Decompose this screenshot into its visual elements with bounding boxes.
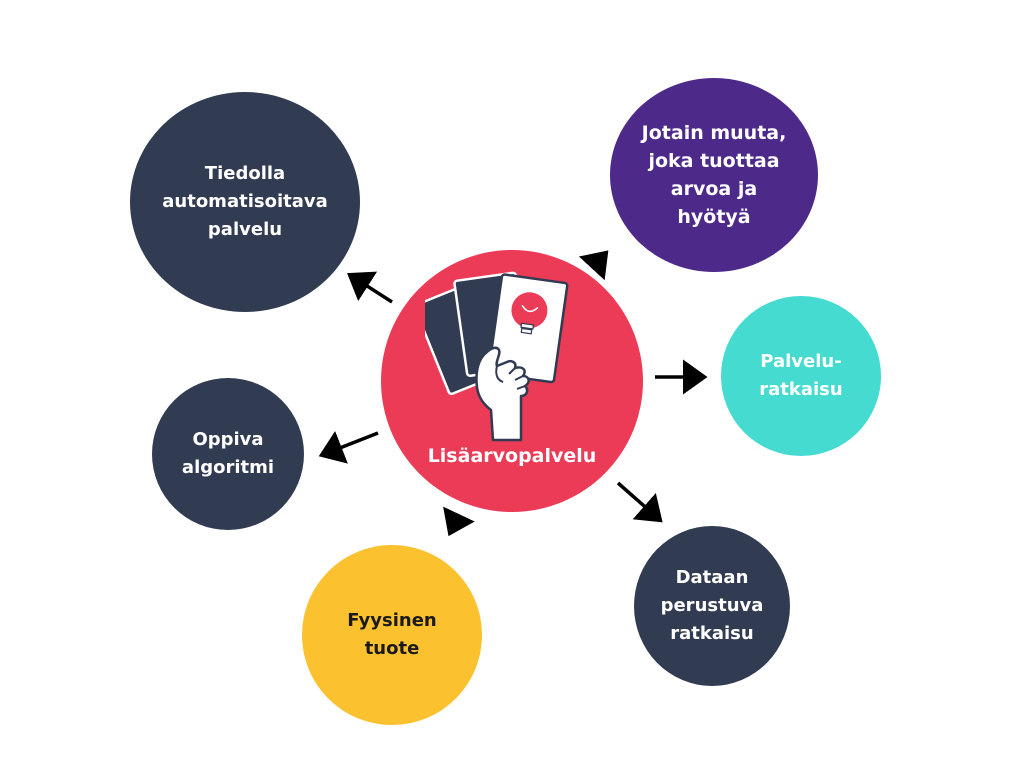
node-label: Palvelu- ratkaisu <box>759 351 843 400</box>
arrow-to-tiedolla <box>347 271 393 304</box>
node-label: Oppiva algoritmi <box>181 429 275 478</box>
node-jotain: Jotain muuta, joka tuottaa arvoa ja hyöt… <box>610 78 818 272</box>
node-palvelu: Palvelu- ratkaisu <box>721 296 881 456</box>
node-label: Tiedolla automatisoitava palvelu <box>162 163 328 240</box>
node-oppiva: Oppiva algoritmi <box>152 378 304 530</box>
node-label: Dataan perustuva ratkaisu <box>660 567 764 644</box>
node-tiedolla: Tiedolla automatisoitava palvelu <box>130 92 360 312</box>
node-dataan: Dataan perustuva ratkaisu <box>634 526 790 686</box>
arrow-to-fyysinen <box>443 506 475 537</box>
hand-holding-cards-lightbulb-icon <box>425 271 569 442</box>
center-label: Lisäarvopalvelu <box>427 445 597 467</box>
arrow-to-oppiva <box>318 431 379 464</box>
arrow-to-jotain <box>578 250 609 281</box>
node-label: Fyysinen tuote <box>347 610 437 659</box>
node-fyysinen: Fyysinen tuote <box>302 545 482 725</box>
arrow-to-dataan <box>616 481 663 523</box>
node-label: Jotain muuta, joka tuottaa arvoa ja hyöt… <box>641 122 787 228</box>
